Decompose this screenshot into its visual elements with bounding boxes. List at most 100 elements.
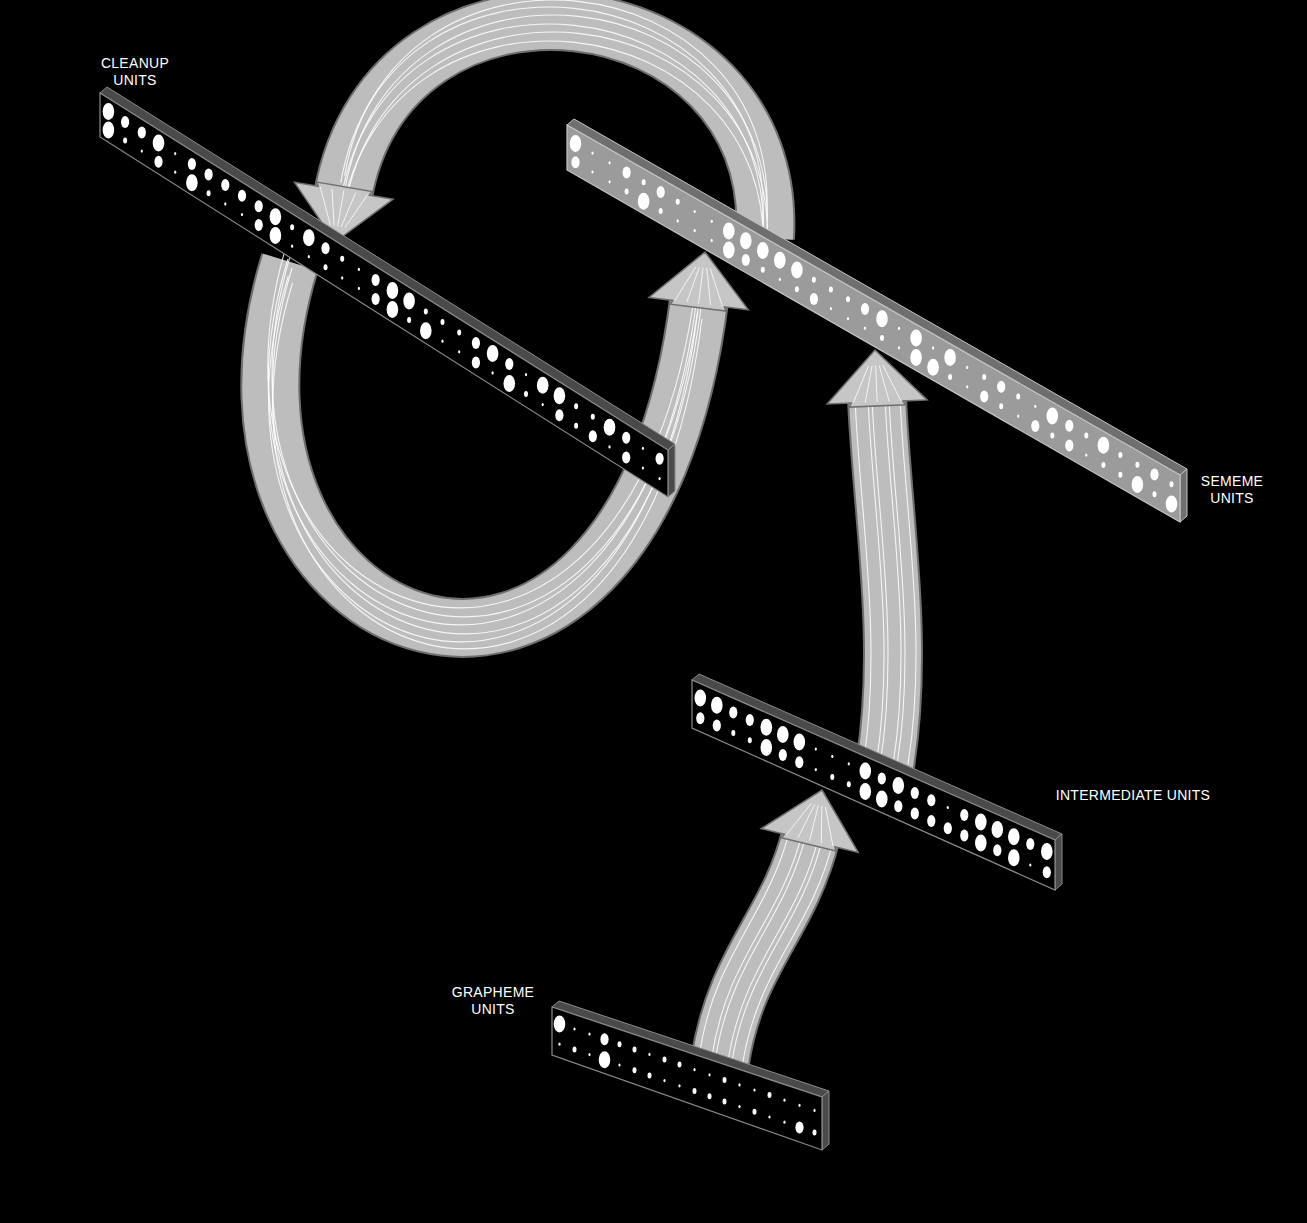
- head-streak: [883, 365, 901, 401]
- unit-dot: [1008, 828, 1020, 845]
- unit-dot: [944, 822, 952, 834]
- unit-dot: [525, 373, 527, 376]
- unit-dot: [622, 451, 630, 463]
- unit-dot: [783, 1121, 785, 1124]
- unit-dot: [893, 777, 905, 794]
- unit-label: SEMEME UNITS: [1190, 473, 1274, 507]
- unit-dot: [694, 210, 696, 213]
- unit-dot: [224, 202, 226, 205]
- unit-dot: [711, 239, 713, 242]
- unit-dot: [911, 808, 919, 820]
- unit-dot: [609, 180, 611, 183]
- label-slot: INTERMEDIATE UNITS: [1053, 787, 1213, 804]
- unit-dot: [812, 277, 816, 283]
- bar-end-face: [1180, 469, 1187, 522]
- unit-dot: [693, 1088, 697, 1094]
- unit-dot: [591, 152, 593, 155]
- unit-dot: [694, 229, 696, 232]
- unit-dot: [876, 790, 888, 807]
- unit-dot: [829, 287, 833, 293]
- unit-dot: [205, 169, 213, 181]
- unit-dot: [1101, 462, 1105, 468]
- unit-dot: [910, 349, 922, 366]
- unit-dot: [813, 1109, 815, 1112]
- unit-dot: [708, 1093, 712, 1099]
- unit-dot: [589, 430, 597, 442]
- unit-dot: [696, 712, 704, 724]
- unit-dot: [618, 1063, 620, 1066]
- unit-dot: [290, 224, 294, 230]
- unit-dot: [457, 330, 461, 336]
- unit-dot: [558, 1043, 560, 1046]
- unit-dot: [303, 229, 315, 246]
- head-streak: [710, 268, 722, 306]
- unit-dot: [795, 1121, 803, 1133]
- unit-dot: [894, 800, 902, 812]
- unit-dot: [633, 1067, 637, 1073]
- unit-dot: [740, 232, 752, 249]
- unit-dot: [795, 286, 799, 292]
- unit-dot: [372, 293, 380, 305]
- unit-dot: [927, 794, 935, 806]
- unit-dot: [768, 1092, 772, 1098]
- unit-dot: [999, 403, 1003, 409]
- unit-dot: [270, 227, 282, 244]
- unit-dot: [847, 781, 851, 787]
- unit-dot: [713, 720, 721, 732]
- unit-dot: [599, 1051, 611, 1068]
- unit-dot: [604, 419, 616, 436]
- head-streak: [825, 807, 833, 846]
- ribbon-arrow: [268, 242, 749, 649]
- unit-dot: [878, 772, 886, 784]
- unit-dot: [798, 1104, 800, 1107]
- unit-bank: SEMEME UNITS: [560, 115, 1285, 530]
- unit-dot: [748, 737, 752, 743]
- unit-dot: [980, 391, 988, 403]
- unit-dot: [174, 152, 176, 155]
- unit-bank: INTERMEDIATE UNITS: [685, 672, 1220, 897]
- unit-label: CLEANUP UNITS: [93, 55, 177, 89]
- unit-dot: [947, 806, 949, 809]
- unit-dot: [846, 296, 850, 302]
- unit-dot: [341, 276, 343, 279]
- unit-dot: [932, 346, 934, 349]
- unit-dot: [966, 385, 968, 388]
- unit-dot: [591, 414, 595, 420]
- arrow-head: [827, 350, 927, 407]
- ribbon-arrow: [827, 350, 927, 766]
- ribbon-streak: [885, 396, 901, 765]
- unit-dot: [441, 319, 445, 325]
- unit-bar: [567, 125, 1180, 522]
- unit-dot: [308, 255, 310, 258]
- unit-dot: [270, 208, 282, 225]
- unit-dot: [1050, 433, 1054, 439]
- unit-dot: [1016, 394, 1020, 400]
- unit-dot: [659, 208, 663, 214]
- unit-dot: [574, 423, 578, 429]
- unit-dot: [505, 358, 513, 370]
- unit-dot: [141, 150, 143, 153]
- unit-dot: [1118, 472, 1122, 478]
- unit-dot: [992, 821, 1004, 838]
- unit-label: INTERMEDIATE UNITS: [1053, 787, 1213, 804]
- unit-dot: [663, 1057, 667, 1063]
- unit-dot: [642, 466, 644, 469]
- unit-dot: [638, 193, 650, 210]
- unit-dot: [504, 375, 516, 392]
- unit-dot: [387, 282, 399, 299]
- unit-dot: [609, 161, 611, 164]
- unit-dot: [255, 200, 263, 212]
- unit-dot: [848, 762, 850, 765]
- bar-end-face: [822, 1091, 829, 1150]
- unit-dot: [554, 1015, 566, 1032]
- unit-dot: [847, 317, 849, 320]
- bar-end-face: [1055, 834, 1062, 890]
- ribbon-streak: [872, 396, 888, 765]
- bar-top-face: [692, 674, 1062, 840]
- label-slot: GRAPHEME UNITS: [438, 984, 548, 1018]
- unit-dot: [813, 1130, 817, 1136]
- unit-dot: [1034, 405, 1036, 408]
- unit-dot: [570, 135, 582, 152]
- head-streak: [675, 267, 696, 301]
- ribbon-edge: [720, 835, 811, 1062]
